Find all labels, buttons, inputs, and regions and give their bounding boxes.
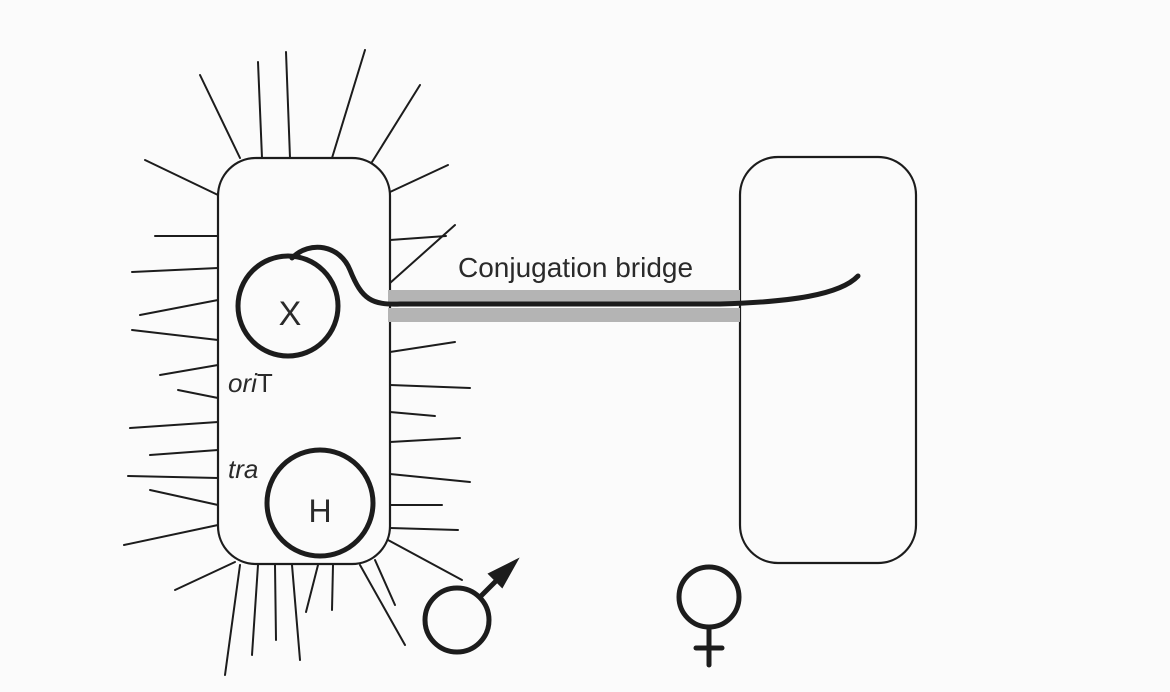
donor-cell: [216, 156, 392, 566]
conjugation-bridge-lower: [388, 308, 740, 322]
pilus: [389, 527, 459, 531]
pilus: [291, 564, 301, 661]
pilus: [257, 61, 263, 159]
tra-label: tra: [228, 454, 258, 484]
pilus: [305, 564, 319, 613]
pilus: [131, 267, 219, 273]
pilus: [387, 539, 463, 581]
female-symbol-icon: [676, 564, 742, 668]
pilus: [251, 564, 259, 656]
pilus: [199, 74, 241, 159]
pilus: [144, 159, 219, 196]
pilus: [139, 299, 219, 316]
pilus: [131, 329, 219, 341]
pilus: [274, 564, 277, 641]
pilus: [371, 84, 421, 163]
pilus: [389, 235, 447, 241]
pilus: [127, 475, 219, 479]
orit-label: oriT: [228, 368, 273, 398]
dna-strand: [289, 244, 861, 307]
pilus: [389, 411, 436, 417]
plasmid-h: [264, 447, 376, 559]
plasmid-x-label: X: [279, 295, 302, 333]
pilus: [149, 489, 219, 506]
pilus: [159, 364, 219, 376]
pilus: [129, 421, 219, 429]
pilus: [374, 559, 396, 606]
bridge-label: Conjugation bridge: [458, 252, 693, 283]
pilus: [224, 564, 241, 676]
plasmid-h-label: H: [308, 493, 331, 529]
pilus: [174, 561, 236, 591]
pilus: [359, 564, 406, 646]
pilus: [389, 164, 449, 193]
pilus: [331, 49, 366, 159]
pilus: [149, 449, 219, 456]
plasmid-x: [235, 253, 341, 359]
recipient-cell: [738, 155, 918, 565]
pilus: [389, 224, 456, 284]
pilus: [177, 389, 219, 399]
pilus: [331, 564, 334, 611]
pilus: [389, 384, 471, 389]
pilus: [123, 524, 219, 546]
pilus: [389, 473, 471, 483]
conjugation-bridge-upper: [388, 290, 740, 304]
pilus: [285, 51, 291, 159]
pili-group: [123, 49, 471, 676]
pilus: [389, 437, 461, 443]
male-symbol-icon: [422, 557, 520, 655]
pilus: [389, 341, 456, 353]
